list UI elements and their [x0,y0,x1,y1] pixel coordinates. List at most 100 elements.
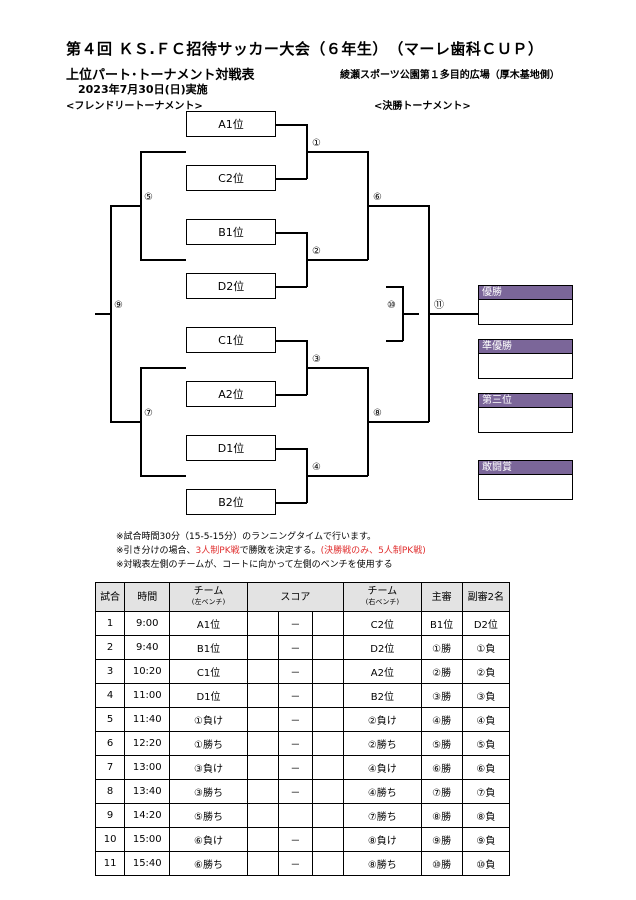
cell-team-left: B1位 [169,635,248,660]
match-number: ① [312,138,321,149]
team-box: B1位 [186,219,276,245]
cell-referee: ③勝 [420,683,463,708]
col-header-assistants: 副審2名 [461,582,511,612]
cell-score: － [246,611,345,636]
col-header-referee: 主審 [420,582,463,612]
cell-score: － [246,683,345,708]
cell-team-left: A1位 [169,611,248,636]
cell-match-no: 11 [94,851,126,876]
score-separator: － [290,764,301,775]
cell-referee: ⑥勝 [420,755,463,780]
bracket-line [140,475,186,477]
score-left [248,828,279,851]
score-right [312,804,343,827]
table-header-row: 試合 時間 チーム(左ベンチ) スコア チーム(右ベンチ) 主審 副審2名 [94,582,511,612]
team-box: D1位 [186,435,276,461]
cell-referee: ⑧勝 [420,803,463,828]
score-right [312,636,343,659]
score-left [248,780,279,803]
award-fighting-spirit: 敢闘賞 [478,460,573,500]
award-label: 優勝 [479,286,572,300]
score-right [312,612,343,635]
cell-match-no: 6 [94,731,126,756]
bracket-line [110,205,141,207]
bracket-line [140,151,186,153]
cell-assistants: ⑨負 [461,827,511,852]
note-highlight: (決勝戦のみ、5人制PK戦) [320,546,426,556]
bracket-line [140,367,186,369]
cell-time: 13:00 [124,755,171,780]
match-number: ⑩ [387,300,396,311]
score-right [312,756,343,779]
col-header-score: スコア [246,582,345,612]
note-highlight: 3人制PK戦 [195,546,240,556]
match-number: ⑨ [114,300,123,311]
score-left [248,708,279,731]
event-date: 2023年7月30日(日)実施 [78,83,208,96]
bracket-line [306,367,368,369]
match-number: ⑧ [373,408,382,419]
bracket-line [306,259,368,261]
bracket-line [276,286,307,288]
score-separator: － [290,620,301,631]
cell-referee: ②勝 [420,659,463,684]
cell-team-right: ④負け [343,755,422,780]
cell-team-right: ②勝ち [343,731,422,756]
cell-referee: ④勝 [420,707,463,732]
cell-team-left: ①負け [169,707,248,732]
score-separator [279,804,312,827]
match-number: ⑦ [144,408,153,419]
cell-assistants: ③負 [461,683,511,708]
score-right [312,780,343,803]
score-left [248,804,279,827]
page-title: 第４回 ＫＳ.ＦＣ招待サッカー大会（６年生） （マーレ歯科ＣＵＰ） [66,40,544,58]
score-left [248,660,279,683]
cell-assistants: ①負 [461,635,511,660]
cell-match-no: 9 [94,803,126,828]
award-runner-up: 準優勝 [478,339,573,379]
bracket-line [306,475,368,477]
cell-assistants: D2位 [461,611,511,636]
cell-assistants: ⑧負 [461,803,511,828]
cell-referee: ①勝 [420,635,463,660]
cell-referee: ⑦勝 [420,779,463,804]
match-number: ⑪ [434,300,444,311]
cell-team-right: A2位 [343,659,422,684]
team-box: C2位 [186,165,276,191]
cell-team-left: ⑤勝ち [169,803,248,828]
col-header-team-right: チーム(右ベンチ) [343,582,422,612]
cell-time: 11:40 [124,707,171,732]
bracket-line [110,421,141,423]
match-number: ② [312,246,321,257]
score-left [248,636,279,659]
match-number: ⑥ [373,192,382,203]
score-right [312,708,343,731]
cell-time: 15:00 [124,827,171,852]
bracket-line [386,340,403,342]
col-header-match: 試合 [94,582,126,612]
cell-team-right: ⑧勝ち [343,851,422,876]
bracket-line [95,313,111,315]
score-separator: － [290,644,301,655]
bracket-line [276,124,307,126]
cell-team-left: ①勝ち [169,731,248,756]
score-left [248,612,279,635]
cell-referee: ⑤勝 [420,731,463,756]
award-third-place: 第三位 [478,393,573,433]
cell-score: － [246,659,345,684]
cell-assistants: ⑦負 [461,779,511,804]
team-box: D2位 [186,273,276,299]
cell-score: － [246,707,345,732]
cell-match-no: 1 [94,611,126,636]
award-champion: 優勝 [478,285,573,325]
bracket-line [367,421,429,423]
final-tournament-label: <決勝トーナメント> [374,101,471,112]
cell-score: － [246,635,345,660]
cell-score: － [246,851,345,876]
bracket-line [367,205,429,207]
cell-team-right: ⑧負け [343,827,422,852]
cell-score: － [246,779,345,804]
schedule-table: 試合 時間 チーム(左ベンチ) スコア チーム(右ベンチ) 主審 副審2名 1 9… [94,582,511,876]
